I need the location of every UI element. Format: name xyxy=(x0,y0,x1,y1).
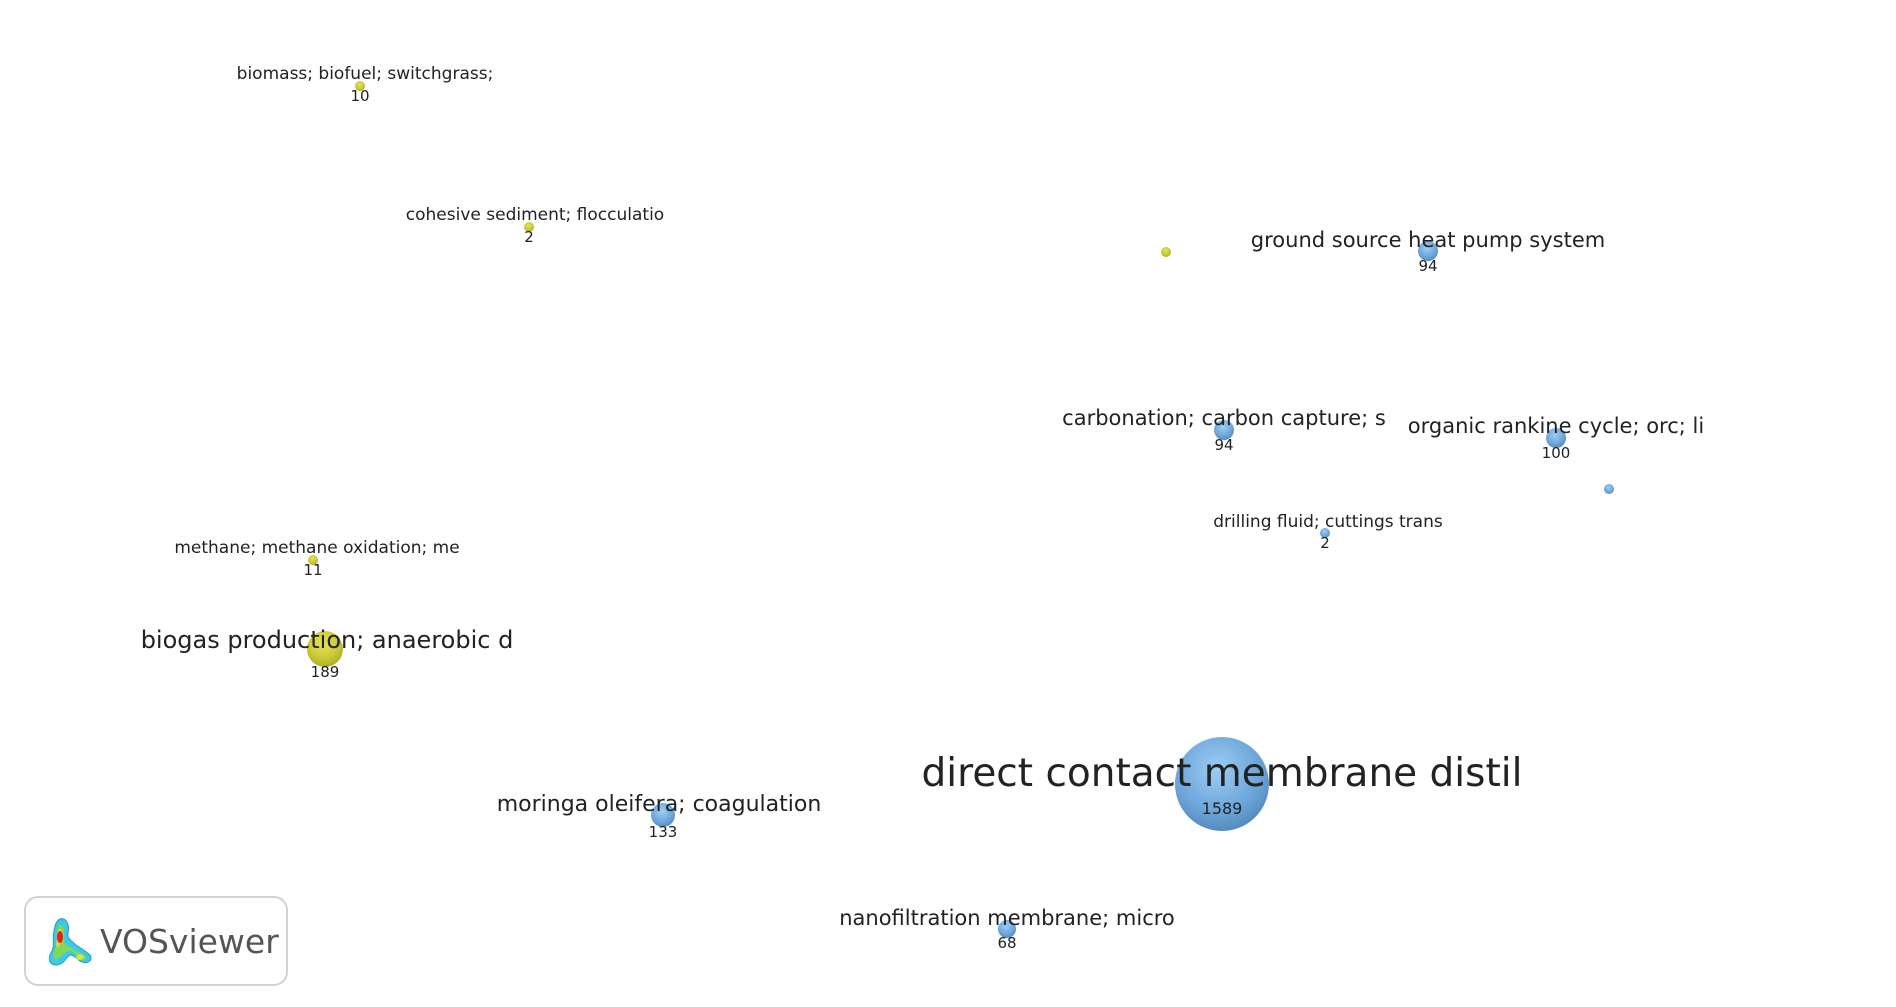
cluster-label-10[interactable]: biogas production; anaerobic d xyxy=(141,626,514,654)
cluster-count-13: 68 xyxy=(997,934,1016,952)
cluster-label-4[interactable]: ground source heat pump system xyxy=(1251,228,1605,252)
cluster-label-9[interactable]: methane; methane oxidation; me xyxy=(174,538,459,558)
cluster-node-9[interactable] xyxy=(308,555,318,565)
cluster-count-2: 2 xyxy=(524,228,534,246)
cluster-node-3[interactable] xyxy=(1161,247,1171,257)
cluster-label-1[interactable]: biomass; biofuel; switchgrass; xyxy=(237,64,494,84)
cluster-count-8: 2 xyxy=(1320,534,1330,552)
vosviewer-logo-text: VOSviewer xyxy=(100,921,279,961)
cluster-count-10: 189 xyxy=(311,663,340,681)
vosviewer-logo: VOSviewer xyxy=(24,896,288,986)
cluster-count-12: 133 xyxy=(649,823,678,841)
cluster-label-6[interactable]: organic rankine cycle; orc; li xyxy=(1408,414,1704,438)
cluster-node-1[interactable] xyxy=(355,81,365,91)
cluster-node-4[interactable] xyxy=(1418,241,1438,261)
cluster-node-5[interactable] xyxy=(1214,420,1234,440)
cluster-node-12[interactable] xyxy=(651,803,675,827)
vosviewer-logo-icon xyxy=(48,918,92,966)
cluster-count-5: 94 xyxy=(1214,436,1233,454)
cluster-label-13[interactable]: nanofiltration membrane; micro xyxy=(839,906,1175,930)
cluster-label-12[interactable]: moringa oleifera; coagulation xyxy=(497,792,822,817)
cluster-node-13[interactable] xyxy=(998,920,1016,938)
cluster-count-4: 94 xyxy=(1418,257,1437,275)
cluster-label-8[interactable]: drilling fluid; cuttings trans xyxy=(1213,512,1443,532)
cluster-count-1: 10 xyxy=(350,87,369,105)
cluster-node-10[interactable] xyxy=(307,631,343,667)
cluster-node-2[interactable] xyxy=(524,222,534,232)
cluster-node-7[interactable] xyxy=(1604,484,1614,494)
cluster-node-8[interactable] xyxy=(1320,528,1330,538)
cluster-label-11[interactable]: direct contact membrane distil xyxy=(922,751,1523,796)
cluster-count-9: 11 xyxy=(303,561,322,579)
cluster-node-11[interactable] xyxy=(1175,737,1269,831)
cluster-label-2[interactable]: cohesive sediment; flocculatio xyxy=(406,205,664,225)
cluster-node-6[interactable] xyxy=(1546,428,1566,448)
cluster-label-5[interactable]: carbonation; carbon capture; s xyxy=(1062,406,1386,430)
cluster-count-6: 100 xyxy=(1542,444,1571,462)
cluster-count-11: 1589 xyxy=(1202,799,1243,818)
